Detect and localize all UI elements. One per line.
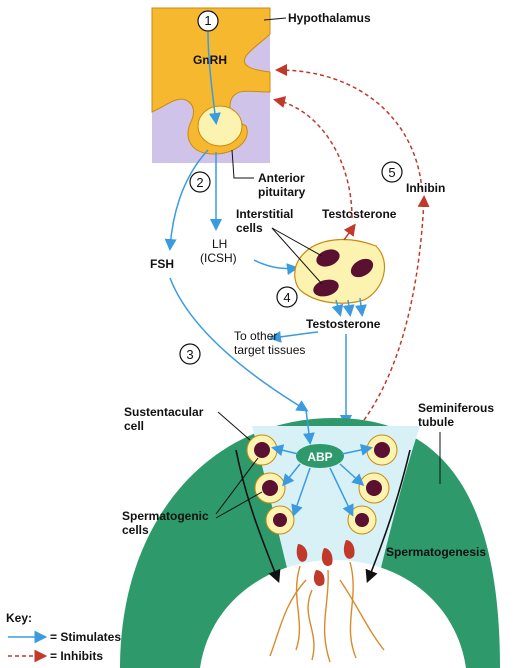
seminiferous-label-1: Seminiferous	[418, 401, 494, 415]
anterior-pituitary-label-2: pituitary	[258, 185, 306, 199]
legend: Key: = Stimulates = Inhibits	[6, 611, 121, 663]
sustentacular-leader	[218, 412, 250, 440]
spermatogenesis-label: Spermatogenesis	[386, 545, 486, 559]
testosterone-mid-label: Testosterone	[306, 317, 381, 331]
spermatogenic-cell	[374, 442, 390, 458]
testosterone-feedback-line	[276, 100, 352, 218]
spermatogenic-cell	[273, 513, 287, 527]
legend-title: Key:	[6, 611, 32, 625]
step-3-number: 3	[186, 347, 193, 362]
lh-label-2: (ICSH)	[200, 251, 237, 265]
abp-node: ABP	[296, 444, 344, 468]
sustentacular-label-1: Sustentacular	[124, 405, 204, 419]
other-targets-label-2: target tissues	[234, 343, 305, 357]
spermatogenic-cell	[366, 480, 382, 496]
step-2-number: 2	[196, 175, 203, 190]
interstitial-cells	[295, 240, 385, 304]
other-tissues-arrow	[272, 332, 318, 338]
spermatogenic-cell	[254, 442, 270, 458]
step-5-number: 5	[388, 165, 395, 180]
sustentacular-label-2: cell	[124, 419, 144, 433]
abp-label: ABP	[307, 450, 332, 464]
legend-stimulates-label: = Stimulates	[50, 630, 121, 644]
step-2-marker: 2	[190, 172, 210, 192]
inhibin-feedback-line	[364, 198, 424, 420]
lh-label-1: LH	[212, 237, 227, 251]
seminiferous-label-2: tubule	[418, 415, 454, 429]
spermatogenic-cell	[355, 513, 369, 527]
step-4-marker: 4	[277, 287, 297, 307]
step-4-number: 4	[283, 290, 290, 305]
fsh-release-arrow	[170, 150, 208, 248]
step-1-marker: 1	[198, 11, 218, 31]
interstitial-cells-label-2: cells	[236, 221, 263, 235]
step-5-marker: 5	[382, 162, 402, 182]
anterior-pituitary	[198, 106, 242, 146]
testosterone-top-label: Testosterone	[322, 207, 397, 221]
legend-inhibits-label: = Inhibits	[50, 649, 103, 663]
step-3-marker: 3	[180, 344, 200, 364]
interstitial-leader-1	[272, 228, 322, 256]
anterior-pituitary-label-1: Anterior	[258, 171, 305, 185]
hypothalamus-label: Hypothalamus	[288, 11, 371, 25]
interstitial-cells-label-1: Interstitial	[236, 207, 293, 221]
other-targets-label-1: To other	[234, 329, 277, 343]
spermatogenic-label-2: cells	[122, 523, 149, 537]
inhibin-label: Inhibin	[406, 181, 445, 195]
fsh-label: FSH	[150, 257, 174, 271]
lh-to-interstitial-arrow	[254, 260, 296, 269]
spermatogenic-cell	[262, 480, 278, 496]
step-1-number: 1	[204, 13, 211, 28]
testosterone-release-arrow	[344, 226, 354, 240]
spermatogenic-label-1: Spermatogenic	[122, 509, 209, 523]
